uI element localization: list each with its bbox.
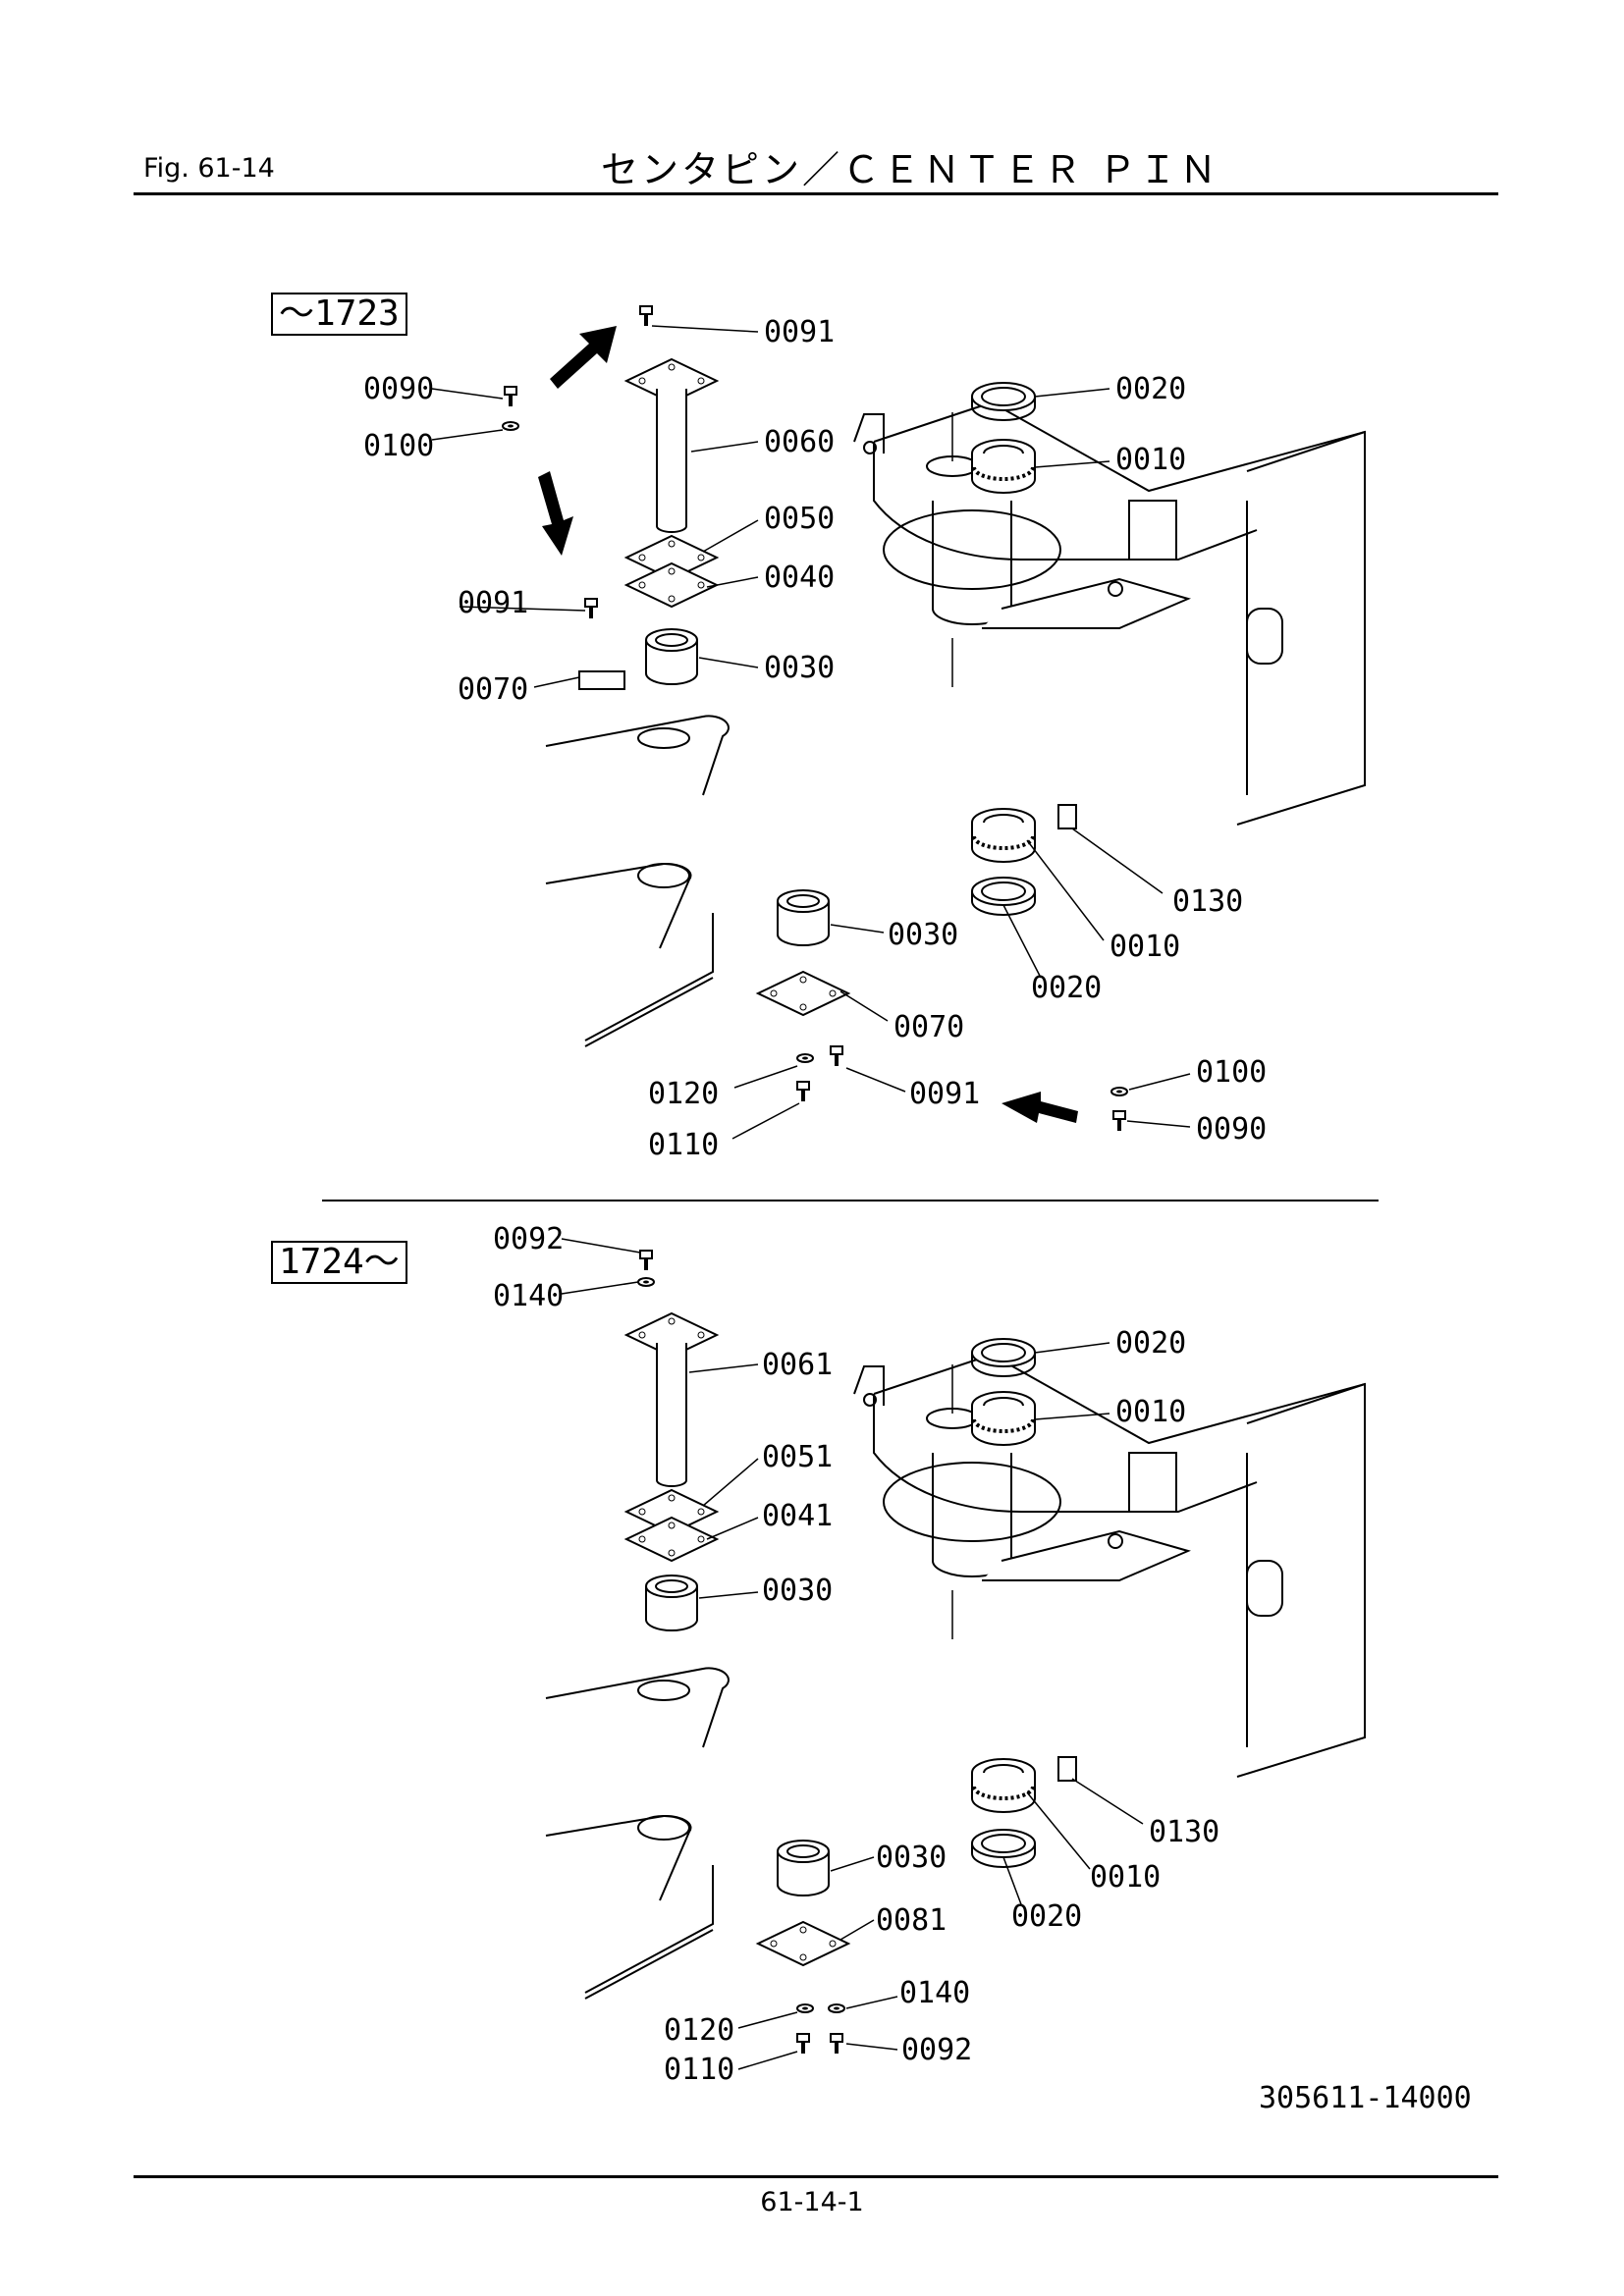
part-callout-label: 0050 — [764, 502, 835, 536]
part-callout-label: 0091 — [909, 1077, 980, 1111]
part-callout-label: 0092 — [901, 2033, 972, 2067]
part-callout-label: 0140 — [899, 1976, 970, 2010]
part-callout-label: 0090 — [1196, 1112, 1267, 1147]
serial-range-upper: ～1723 — [271, 293, 407, 336]
part-callout-label: 0100 — [363, 429, 434, 463]
part-callout-label: 0120 — [648, 1077, 719, 1111]
serial-range-lower: 1724～ — [271, 1241, 407, 1284]
upper-callout-labels: 0091 0090 0100 0060 0050 0040 0091 0030 … — [363, 315, 1267, 1162]
part-callout-label: 0120 — [664, 2013, 734, 2048]
part-callout-label: 0030 — [762, 1574, 833, 1608]
part-callout-label: 0061 — [762, 1348, 833, 1382]
part-callout-label: 0020 — [1011, 1899, 1082, 1934]
part-callout-label: 0092 — [493, 1222, 564, 1256]
part-callout-label: 0030 — [764, 651, 835, 685]
part-callout-label: 0041 — [762, 1499, 833, 1533]
part-callout-label: 0010 — [1115, 443, 1186, 477]
part-callout-label: 0110 — [664, 2053, 734, 2087]
part-callout-label: 0070 — [893, 1010, 964, 1044]
part-callout-label: 0020 — [1115, 372, 1186, 406]
header-rule — [134, 192, 1498, 195]
page-number: 61-14-1 — [760, 2187, 864, 2217]
upper-assembly-art — [431, 304, 1366, 1140]
part-callout-label: 0010 — [1090, 1860, 1161, 1895]
part-callout-label: 0130 — [1149, 1815, 1219, 1849]
part-callout-label: 0091 — [764, 315, 835, 349]
part-callout-label: 0020 — [1115, 1326, 1186, 1361]
drawing-number: 305611-14000 — [1259, 2081, 1472, 2115]
part-callout-label: 0040 — [764, 561, 835, 595]
part-callout-label: 0130 — [1172, 884, 1243, 919]
part-callout-label: 0110 — [648, 1128, 719, 1162]
figure-number: Fig. 61-14 — [143, 153, 275, 184]
part-callout-label: 0060 — [764, 425, 835, 459]
part-callout-label: 0090 — [363, 372, 434, 406]
page-title: センタピン／ＣＥＮＴＥＲ ＰＩＮ — [601, 148, 1220, 191]
part-callout-label: 0020 — [1031, 971, 1102, 1005]
part-callout-label: 0081 — [876, 1903, 947, 1938]
lower-callout-labels: 0092 0140 0061 0051 0041 0030 0020 0010 … — [493, 1222, 1219, 2087]
part-callout-label: 0051 — [762, 1440, 833, 1474]
lower-assembly-art — [545, 1238, 1366, 2070]
part-callout-label: 0030 — [876, 1841, 947, 1875]
part-callout-label: 0010 — [1115, 1395, 1186, 1429]
section-divider — [322, 1200, 1379, 1201]
part-callout-label: 0100 — [1196, 1055, 1267, 1090]
part-callout-label: 0091 — [458, 586, 528, 620]
part-callout-label: 0070 — [458, 672, 528, 707]
part-callout-label: 0140 — [493, 1279, 564, 1313]
part-callout-label: 0030 — [888, 918, 958, 952]
part-callout-label: 0010 — [1110, 930, 1180, 964]
footer-rule — [134, 2175, 1498, 2178]
